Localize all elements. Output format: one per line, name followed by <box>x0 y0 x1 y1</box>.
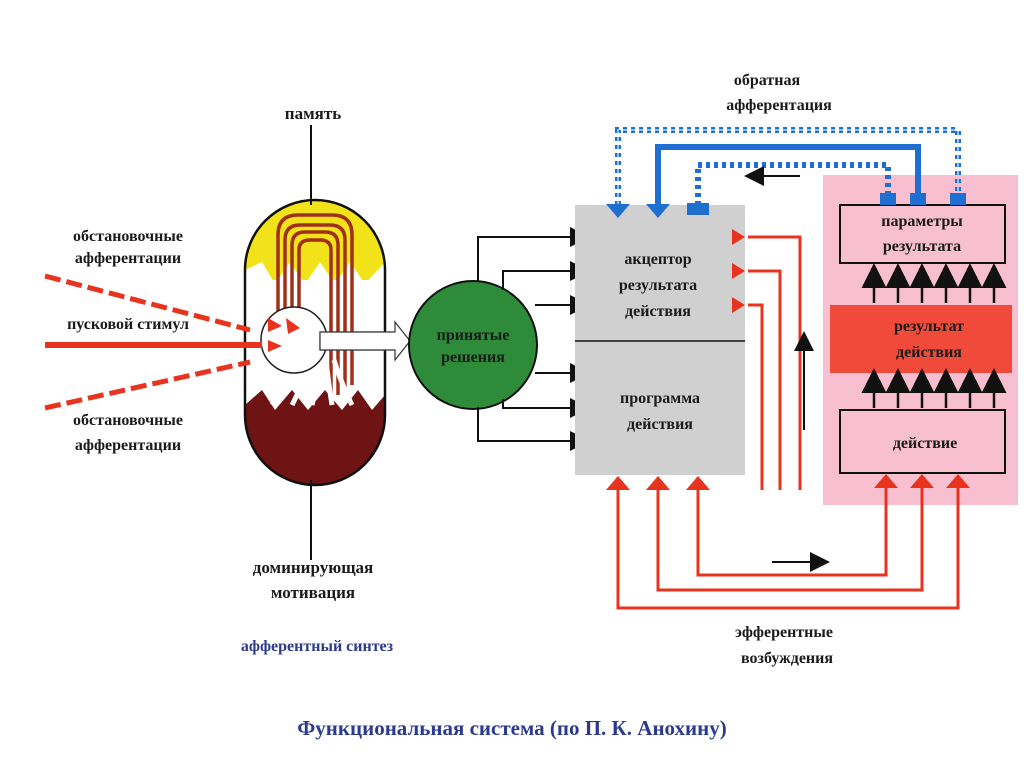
params-line1: параметры <box>881 213 963 230</box>
acceptor-line3: действия <box>625 303 691 320</box>
synthesis-output-arrow <box>319 320 411 362</box>
efferent-line1: эфферентные <box>735 624 833 641</box>
afferent-synthesis-label: афферентный синтез <box>241 638 394 655</box>
efferent-lines <box>616 235 960 610</box>
motivation-region <box>245 390 385 485</box>
program-line2: действия <box>627 416 693 433</box>
memory-label: память <box>285 104 341 123</box>
result-line1: результат <box>894 318 964 335</box>
afferent-synthesis-capsule <box>243 198 411 487</box>
action-label: действие <box>893 435 957 452</box>
decision-fanout-arrows <box>477 227 590 451</box>
input-arrows <box>44 273 262 411</box>
env-aff-top-line2: афферентации <box>75 250 181 267</box>
trigger-label: пусковой стимул <box>67 316 189 333</box>
action-box <box>839 409 1006 474</box>
env-aff-bot-line1: обстановочные <box>73 412 183 429</box>
feedback-line2: афферентация <box>726 97 832 114</box>
feedback-line1: обратная <box>734 72 801 89</box>
convergence-circle <box>260 306 328 374</box>
motivation-line1: доминирующая <box>253 558 374 577</box>
acceptor-line1: акцептор <box>624 251 691 268</box>
env-aff-top-line1: обстановочные <box>73 228 183 245</box>
result-band <box>830 305 1012 373</box>
motivation-line2: мотивация <box>271 583 355 602</box>
decision-line2: решения <box>441 349 505 366</box>
params-line2: результата <box>883 238 961 255</box>
acceptor-line2: результата <box>619 277 697 294</box>
result-line2: действия <box>896 344 962 361</box>
decision-circle <box>408 280 538 410</box>
env-aff-bot-line2: афферентации <box>75 437 181 454</box>
efferent-line2: возбуждения <box>741 650 833 667</box>
acceptor-program-block <box>575 205 745 475</box>
program-line1: программа <box>620 390 700 407</box>
result-up-arrows <box>861 263 1007 408</box>
diagram-title: Функциональная система (по П. К. Анохину… <box>297 716 726 740</box>
feedback-lines <box>615 127 961 205</box>
decision-line1: принятые <box>437 327 510 344</box>
